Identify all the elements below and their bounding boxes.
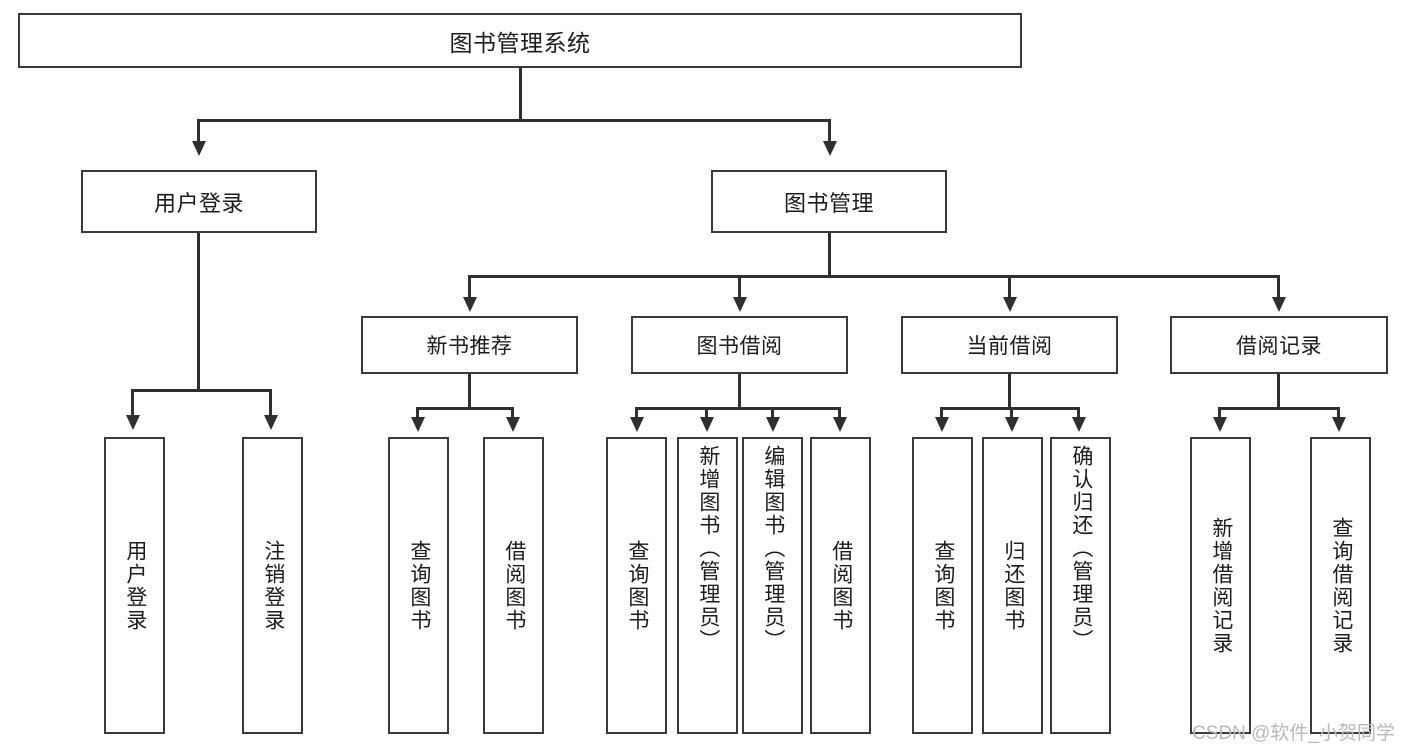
watermark-text: CSDN @软件_小贺同学: [1192, 723, 1395, 744]
arrowhead-new-book-2: [506, 417, 520, 432]
leaf-current-borrow-return[interactable]: 归还图书: [982, 437, 1043, 734]
node-label: 借阅图书: [502, 539, 526, 632]
arrowhead-to-new-book: [463, 297, 477, 312]
connector-root-bus: [197, 119, 831, 122]
node-label: 新增图书（管理员）: [696, 445, 720, 652]
leaf-borrow-record-add[interactable]: 新增借阅记录: [1190, 437, 1251, 734]
connector-borrow-record-drop-2: [1337, 407, 1340, 420]
node-label: 当前借阅: [966, 335, 1053, 358]
connector-new-book-drop-2: [511, 407, 514, 420]
node-label: 查询借阅记录: [1329, 516, 1353, 655]
connector-book-manage-bus: [468, 275, 1280, 278]
arrowhead-new-book-1: [411, 417, 425, 432]
connector-borrow-record-drop-1: [1218, 407, 1221, 420]
node-book-manage[interactable]: 图书管理: [711, 170, 947, 233]
connector-new-book-stem: [468, 374, 471, 409]
connector-current-borrow-drop-3: [1077, 407, 1080, 420]
node-label: 新书推荐: [426, 335, 513, 358]
connector-book-borrow-stem: [738, 374, 741, 409]
node-book-borrow[interactable]: 图书借阅: [631, 316, 848, 374]
connector-root-drop-left: [197, 119, 200, 145]
arrowhead-to-borrow-record: [1272, 297, 1286, 312]
connector-book-borrow-drop-1: [635, 407, 638, 420]
node-borrow-record[interactable]: 借阅记录: [1170, 316, 1388, 374]
leaf-book-borrow-add[interactable]: 新增图书（管理员）: [677, 437, 738, 734]
connector-book-manage-drop-2: [738, 275, 741, 301]
arrowhead-to-user-login: [192, 141, 206, 156]
node-label: 查询图书: [407, 539, 431, 632]
node-label: 新增借阅记录: [1209, 516, 1233, 655]
node-label: 用户登录: [153, 190, 244, 216]
leaf-new-book-query[interactable]: 查询图书: [388, 437, 449, 734]
node-label: 图书管理: [783, 190, 874, 216]
node-label: 查询图书: [625, 539, 649, 632]
connector-book-borrow-drop-3: [771, 407, 774, 420]
arrowhead-current-borrow-3: [1072, 417, 1086, 432]
arrowhead-borrow-record-2: [1332, 417, 1346, 432]
connector-book-borrow-bus: [635, 407, 841, 410]
connector-book-borrow-drop-4: [838, 407, 841, 420]
node-label: 图书借阅: [696, 335, 783, 358]
connector-user-login-drop-2: [269, 389, 272, 419]
connector-root-stem: [519, 68, 522, 121]
arrowhead-user-login-2: [264, 415, 278, 430]
arrowhead-to-book-manage: [823, 141, 837, 156]
node-label: 图书管理系统: [449, 29, 591, 56]
node-new-book-recommend[interactable]: 新书推荐: [361, 316, 578, 374]
leaf-user-login-logout[interactable]: 注销登录: [242, 437, 303, 734]
connector-book-manage-stem: [828, 233, 831, 277]
node-current-borrow[interactable]: 当前借阅: [901, 316, 1118, 374]
connector-current-borrow-drop-2: [1010, 407, 1013, 420]
leaf-borrow-record-query[interactable]: 查询借阅记录: [1310, 437, 1371, 734]
arrowhead-book-borrow-2: [700, 417, 714, 432]
connector-root-drop-right: [828, 119, 831, 145]
arrowhead-book-borrow-1: [630, 417, 644, 432]
arrowhead-current-borrow-2: [1005, 417, 1019, 432]
arrowhead-user-login-1: [126, 415, 140, 430]
arrowhead-to-book-borrow: [733, 297, 747, 312]
arrowhead-to-current-borrow: [1003, 297, 1017, 312]
connector-book-borrow-drop-2: [705, 407, 708, 420]
arrowhead-borrow-record-1: [1213, 417, 1227, 432]
node-label: 归还图书: [1001, 539, 1025, 632]
node-label: 借阅记录: [1236, 335, 1322, 358]
node-label: 注销登录: [261, 539, 285, 632]
arrowhead-book-borrow-3: [766, 417, 780, 432]
connector-current-borrow-stem: [1008, 374, 1011, 409]
connector-user-login-bus: [131, 389, 269, 392]
connector-borrow-record-stem: [1277, 374, 1280, 409]
leaf-current-borrow-query[interactable]: 查询图书: [912, 437, 973, 734]
node-label: 查询图书: [931, 539, 955, 632]
connector-current-borrow-drop-1: [940, 407, 943, 420]
leaf-current-borrow-confirm-return[interactable]: 确认归还（管理员）: [1050, 437, 1111, 734]
node-label: 编辑图书（管理员）: [761, 445, 785, 652]
connector-book-manage-drop-1: [468, 275, 471, 301]
node-label: 借阅图书: [829, 539, 853, 632]
leaf-new-book-borrow[interactable]: 借阅图书: [483, 437, 544, 734]
leaf-book-borrow-query[interactable]: 查询图书: [606, 437, 667, 734]
node-user-login[interactable]: 用户登录: [81, 170, 317, 233]
node-label: 用户登录: [123, 539, 147, 632]
node-root-system[interactable]: 图书管理系统: [18, 13, 1022, 68]
connector-borrow-record-bus: [1218, 407, 1340, 410]
connector-new-book-drop-1: [416, 407, 419, 420]
connector-book-manage-drop-4: [1277, 275, 1280, 301]
connector-book-manage-drop-3: [1008, 275, 1011, 301]
connector-user-login-drop-1: [131, 389, 134, 419]
arrowhead-book-borrow-4: [833, 417, 847, 432]
node-label: 确认归还（管理员）: [1069, 445, 1093, 652]
leaf-user-login-login[interactable]: 用户登录: [104, 437, 165, 734]
connector-new-book-bus: [416, 407, 514, 410]
arrowhead-current-borrow-1: [935, 417, 949, 432]
leaf-book-borrow-borrow[interactable]: 借阅图书: [810, 437, 871, 734]
leaf-book-borrow-edit[interactable]: 编辑图书（管理员）: [742, 437, 803, 734]
connector-user-login-stem: [197, 233, 200, 391]
